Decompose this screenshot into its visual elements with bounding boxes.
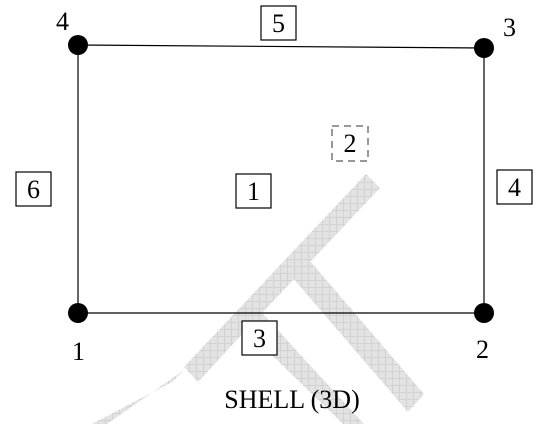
edge-label-6: 6	[27, 175, 40, 204]
face-label-1: 1	[247, 177, 260, 206]
node-marker-2	[474, 303, 494, 323]
node-marker-1	[68, 303, 88, 323]
node-label-1: 1	[72, 337, 85, 366]
node-marker-4	[68, 35, 88, 55]
edge-label-3: 3	[253, 324, 266, 353]
edge-label-4: 4	[508, 173, 521, 202]
face-label-2: 2	[344, 129, 357, 158]
face-label-box-1: 1	[235, 173, 272, 209]
edge-label-box-6: 6	[15, 171, 52, 207]
edge-label-5: 5	[272, 9, 285, 38]
edge-label-box-4: 4	[496, 169, 533, 205]
edge-label-box-3: 3	[241, 320, 278, 356]
face-label-box-2: 2	[331, 125, 369, 162]
node-label-2: 2	[476, 335, 489, 364]
node-marker-3	[474, 38, 494, 58]
element-outline	[77, 44, 485, 314]
edge-label-box-5: 5	[260, 5, 297, 41]
edge-top	[77, 44, 485, 49]
node-label-3: 3	[503, 13, 516, 42]
diagram-caption: SHELL (3D)	[224, 385, 360, 414]
watermark-shape	[92, 174, 424, 424]
node-label-4: 4	[56, 7, 69, 36]
